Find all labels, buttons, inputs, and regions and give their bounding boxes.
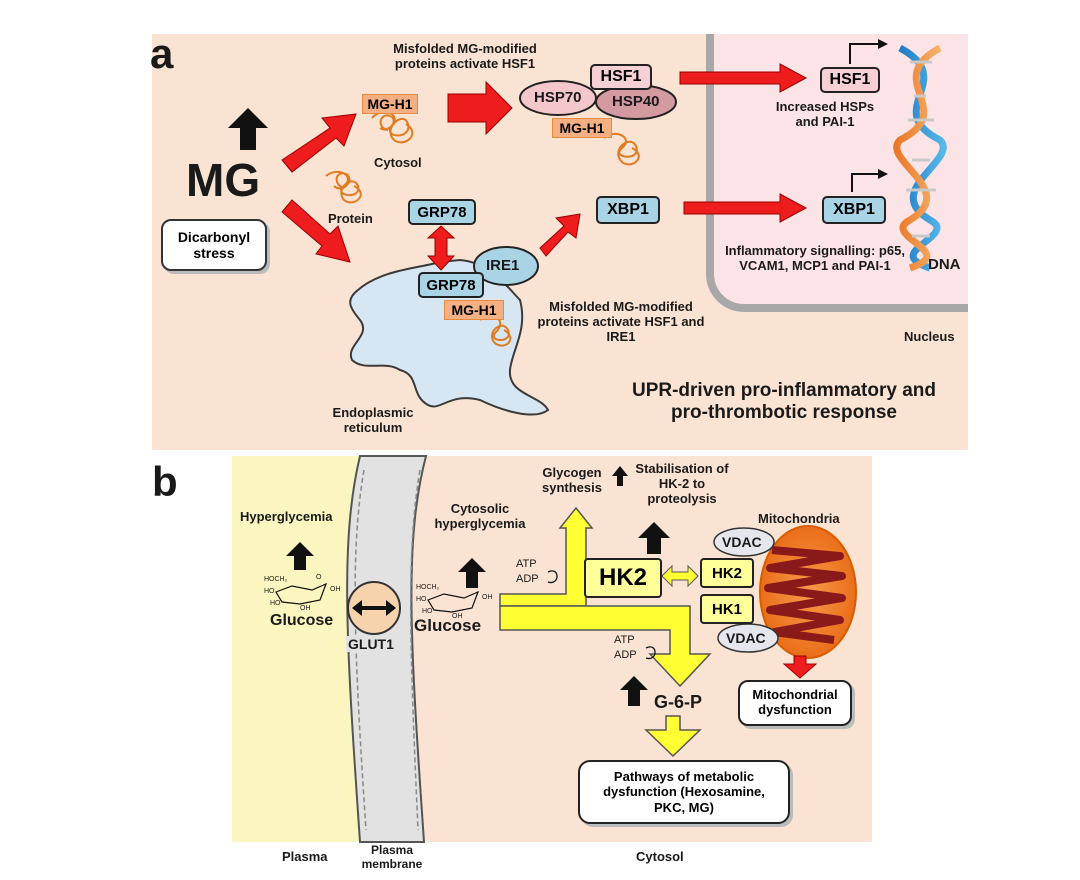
hk2-box-large: HK2 (584, 558, 662, 598)
mgh1-label-2: MG-H1 (552, 118, 612, 138)
increased-hsps-text: Increased HSPs and PAI-1 (775, 99, 875, 129)
pathways-flow-arrow (644, 715, 702, 758)
protein-squiggle-4 (479, 314, 512, 347)
arrow-mg-to-mgh1 (281, 113, 357, 173)
inflammatory-text: Inflammatory signalling: p65, VCAM1, MCP… (725, 243, 905, 273)
hsp70-label: HSP70 (534, 89, 582, 106)
glucose-structure-right (427, 590, 480, 613)
oh-right-2: OH (452, 613, 463, 620)
glucose-structure-left (275, 582, 328, 605)
hsp40-label: HSP40 (612, 93, 660, 110)
oh-left-2: OH (300, 605, 311, 612)
stabilisation-label: Stabilisation of HK-2 to proteolysis (635, 461, 729, 506)
glut1-label: GLUT1 (346, 636, 396, 653)
atp-label-1: ATP (516, 558, 537, 570)
mg-up-arrow (228, 108, 268, 150)
er-label: Endoplasmic reticulum (332, 405, 414, 435)
arrow-ire1-to-xbp1 (539, 213, 581, 257)
cytosolic-hyper-label: Cytosolic hyperglycemia (434, 501, 526, 531)
vdac-ellipse-top (713, 527, 775, 557)
o-left: O (316, 574, 322, 581)
tss-arrow-xbp1 (851, 173, 878, 192)
mitochondria-label: Mitochondria (758, 511, 840, 526)
arrow-mg-to-er (281, 199, 351, 263)
arrow-grp78-double (426, 225, 456, 271)
protein-squiggle-3 (603, 132, 640, 166)
grp78-box-top: GRP78 (408, 199, 476, 225)
mitochondrion-cristae (764, 546, 846, 644)
adp-label-1: ADP (516, 573, 539, 585)
xbp1-box-cytosol: XBP1 (596, 196, 660, 224)
cytosol-label-b: Cytosol (636, 849, 684, 864)
arrow-hsf1-to-nucleus (679, 63, 808, 93)
plasma-membrane-label: Plasma membrane (361, 843, 423, 871)
o-right: O (468, 582, 474, 589)
glucose-label-left: Glucose (270, 612, 334, 629)
ire1-ellipse (473, 246, 539, 286)
main-flow-arrow (499, 605, 712, 688)
hoch2-left: HOCH₂ (264, 576, 288, 583)
pathways-box: Pathways of metabolic dysfunction (Hexos… (578, 760, 790, 824)
g6p-label: G-6-P (654, 692, 703, 712)
ho-left-1: HO (264, 588, 275, 595)
plasma-region (232, 456, 364, 842)
glycogen-up-arrow (612, 466, 628, 486)
mito-dysfunction-text: Mitochondrial dysfunction (752, 687, 838, 717)
hsf1-box-nucleus: HSF1 (820, 67, 880, 93)
hyperglycemia-up-arrow (286, 542, 314, 570)
glucose-label-right: Glucose (414, 616, 482, 635)
tss-arrow-hsf1 (849, 43, 878, 64)
upr-text: UPR-driven pro-inflammatory and pro-thro… (631, 380, 937, 423)
cytosolic-up-arrow (458, 558, 486, 588)
g6p-up-arrow (620, 676, 648, 706)
hk1-box: HK1 (700, 594, 754, 624)
hsf1-box-cytosol: HSF1 (590, 64, 652, 90)
cytosol-label-a: Cytosol (374, 155, 422, 170)
arrow-mgh1-to-hsp (447, 80, 513, 136)
protein-squiggle-1 (371, 111, 414, 144)
atp-label-2: ATP (614, 634, 635, 646)
plasma-label: Plasma (282, 849, 328, 864)
mgh1-label-1: MG-H1 (362, 94, 418, 114)
dna-label: DNA (928, 256, 961, 273)
oh-right-1: OH (482, 594, 493, 601)
ho-left-2: HO (270, 600, 281, 607)
stabilisation-up-arrow (638, 522, 670, 554)
dicarbonyl-box: Dicarbonyl stress (161, 219, 267, 271)
misfolded-top-text: Misfolded MG-modified proteins activate … (393, 41, 537, 71)
hoch2-right: HOCH₂ (416, 584, 440, 591)
hk2-double-arrow (661, 564, 699, 588)
adp-label-2: ADP (614, 649, 637, 661)
dicarbonyl-text: Dicarbonyl stress (177, 228, 251, 261)
ire1-label: IRE1 (486, 257, 520, 274)
protein-label: Protein (328, 211, 373, 226)
ho-right-2: HO (422, 608, 433, 615)
mito-dysfunction-box: Mitochondrial dysfunction (738, 680, 852, 726)
vdac-label-top: VDAC (722, 534, 762, 550)
grp78-box-er: GRP78 (418, 272, 484, 298)
misfolded-bottom-text: Misfolded MG-modified proteins activate … (537, 299, 705, 344)
mg-label: MG (186, 154, 261, 206)
panel-a-letter: a (150, 30, 174, 77)
protein-squiggle-2 (325, 170, 362, 204)
mgh1-label-3: MG-H1 (444, 300, 504, 320)
hyperglycemia-label: Hyperglycemia (240, 509, 333, 524)
arrow-xbp1-to-nucleus (683, 193, 808, 223)
hk2-box-small: HK2 (700, 558, 754, 588)
vdac-label-bottom: VDAC (726, 630, 766, 646)
panel-b-letter: b (152, 458, 178, 505)
mito-dysfunction-arrow (782, 655, 818, 679)
ho-right-1: HO (416, 596, 427, 603)
pathways-text: Pathways of metabolic dysfunction (Hexos… (603, 768, 765, 815)
nucleus-label: Nucleus (904, 329, 955, 344)
glycogen-label: Glycogen synthesis (542, 465, 602, 495)
dna-helix (893, 44, 947, 272)
vdac-ellipse-bottom (717, 623, 779, 653)
xbp1-box-nucleus: XBP1 (822, 196, 886, 224)
oh-left-1: OH (330, 586, 341, 593)
